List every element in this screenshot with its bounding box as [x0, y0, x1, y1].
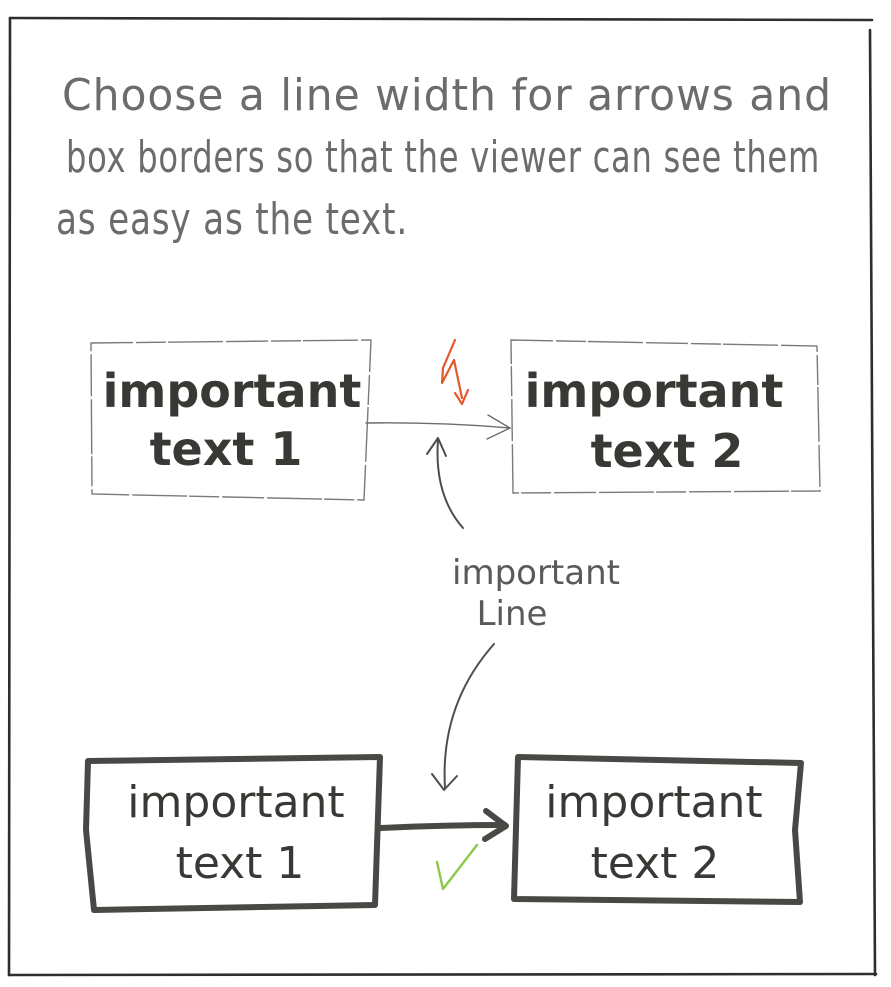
page-frame [7, 16, 878, 977]
thin-arrow [365, 414, 512, 440]
note-line-1: Choose a line width for arrows and [62, 70, 832, 121]
checkmark-icon [435, 843, 479, 891]
thick-line-example: important text 1 important text 2 [83, 754, 804, 913]
thin-box-2-line-2: text 2 [591, 424, 744, 478]
thin-box-1: important text 1 [90, 339, 372, 501]
thick-box-1-line-2: text 1 [176, 838, 305, 889]
thin-line-example: important text 1 important text 2 [90, 338, 821, 501]
thin-box-2-line-1: important [525, 364, 784, 418]
note-line-3: as easy as the text. [56, 194, 408, 245]
label-line-2: Line [477, 594, 548, 634]
thick-box-2-line-2: text 2 [591, 838, 720, 889]
thin-box-2: important text 2 [510, 339, 821, 494]
pointer-down [443, 643, 495, 789]
thick-box-1-line-1: important [127, 777, 344, 828]
thick-box-2-line-1: important [545, 777, 762, 828]
thin-box-1-line-2: text 1 [150, 422, 303, 476]
label-line-1: important [452, 553, 620, 593]
lightning-bolt-icon [440, 338, 470, 406]
pointer-up [436, 439, 464, 529]
instruction-note: Choose a line width for arrows and box b… [56, 70, 832, 245]
thin-box-1-line-1: important [103, 364, 362, 418]
important-line-label: important Line [426, 437, 620, 791]
thick-arrow [377, 808, 509, 842]
thick-box-1: important text 1 [83, 754, 383, 913]
thick-box-2: important text 2 [511, 754, 804, 905]
note-line-2: box borders so that the viewer can see t… [66, 132, 820, 183]
